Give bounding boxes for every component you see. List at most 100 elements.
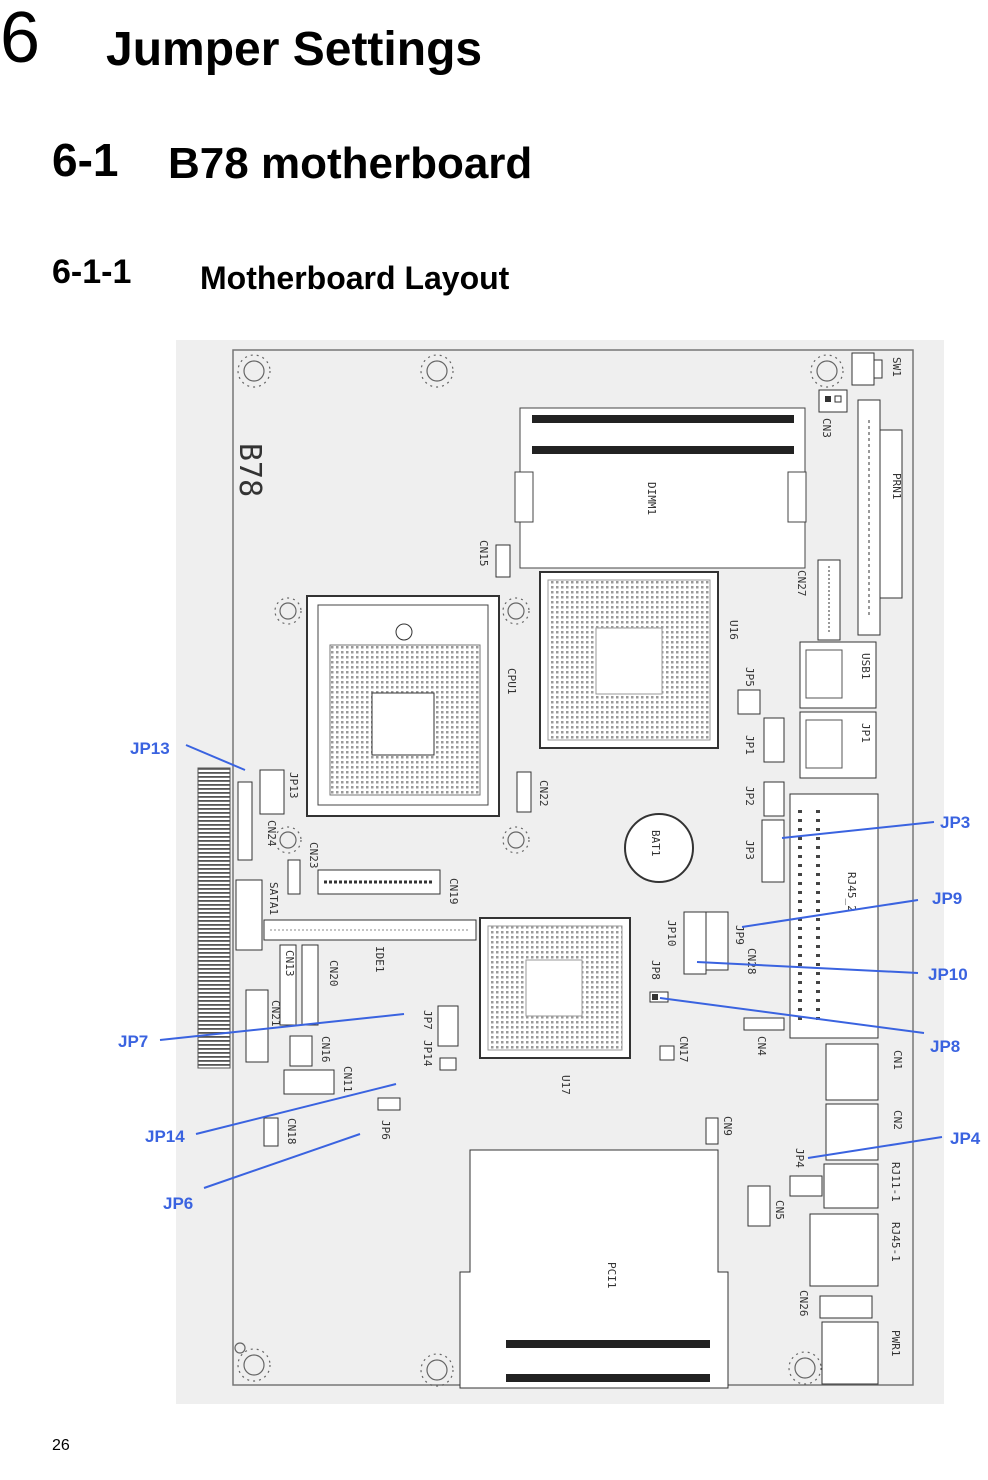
svg-text:PWR1: PWR1 [889,1330,902,1357]
svg-text:PRN1: PRN1 [890,473,903,500]
svg-text:RJ45-1: RJ45-1 [889,1222,902,1262]
jp6-callout-line [203,1133,361,1189]
svg-text:CN3: CN3 [820,418,833,438]
jp13-jumper: JP13 [259,769,300,815]
cn13-connector: CN13 [279,944,297,1026]
rj45-1-port: RJ45-1 [809,1213,902,1287]
jp10-callout-line [696,961,919,974]
svg-text:USB1: USB1 [859,653,872,680]
sata1-connector: SATA1 [235,879,280,951]
cn17-connector: CN17 [659,1036,690,1063]
jp8-jumper: JP8 [649,960,669,1003]
chapter-number: 6 [0,0,41,78]
jp8-callout-label: JP8 [930,1037,960,1056]
svg-text:JP3: JP3 [743,840,756,860]
svg-text:CN27: CN27 [795,570,808,597]
svg-text:CN13: CN13 [283,950,296,977]
jp7-jumper: JP7 [421,1005,459,1047]
cpu1-socket: CPU1 [306,595,518,817]
pci1-slot: PCI1 [459,1149,729,1389]
sw1-switch: SW1 [851,352,903,386]
svg-text:CN21: CN21 [269,1000,282,1027]
cn4-connector: CN4 [743,1017,785,1056]
bat1-battery: BAT1 [624,813,694,883]
svg-text:CN2: CN2 [891,1110,904,1130]
svg-text:JP1: JP1 [743,735,756,755]
mounting-holes [234,354,844,1387]
chapter-title: Jumper Settings [106,23,483,76]
dimm1-slot: DIMM1 [514,407,807,569]
edge-connector [197,767,231,1069]
ide1-connector: IDE1 [263,919,477,973]
jp10-jumper: JP10 [665,911,707,975]
svg-text:JP14: JP14 [421,1040,434,1067]
section-title: B78 motherboard [168,139,533,188]
svg-text:CN16: CN16 [319,1036,332,1063]
svg-text:JP7: JP7 [421,1010,434,1030]
svg-text:CN9: CN9 [721,1116,734,1136]
jp6-callout-label: JP6 [163,1194,193,1213]
svg-text:JP6: JP6 [379,1120,392,1140]
rj45-2-port: RJ45_2 [789,793,879,1039]
jp13-callout-line [185,744,246,771]
svg-text:JP13: JP13 [287,772,300,799]
cn16-connector: CN16 [289,1035,332,1067]
usb1-port: USB1 [799,641,877,709]
usb2-port: JP1 [799,711,877,779]
jp7-callout-label: JP7 [118,1032,148,1051]
cn24-connector: CN24 [237,781,278,861]
svg-text:CN20: CN20 [327,960,340,987]
jp3-jumper: JP3 [743,819,785,883]
svg-text:CN5: CN5 [773,1200,786,1220]
jp9-callout-line [741,899,919,928]
cn3-connector: CN3 [818,389,848,438]
svg-text:JP4: JP4 [793,1148,806,1168]
jp2-jumper: JP2 [743,781,785,817]
svg-text:CN26: CN26 [797,1290,810,1317]
svg-text:U16: U16 [727,620,740,640]
cn15-connector: CN15 [477,540,511,578]
cn1-connector: CN1 [825,1043,904,1101]
svg-text:CN11: CN11 [341,1066,354,1093]
section-number: 6-1 [52,134,119,186]
cn11-connector: CN11 [283,1066,354,1095]
jp1-jumper: JP1 [743,717,785,763]
cn18-connector: CN18 [263,1117,298,1147]
svg-text:BAT1: BAT1 [649,830,662,857]
jp8-callout-line [659,997,925,1034]
cn9-connector: CN9 [705,1116,734,1145]
svg-text:PCI1: PCI1 [605,1262,618,1289]
svg-text:JP5: JP5 [743,667,756,687]
svg-text:CN15: CN15 [477,540,490,567]
svg-text:CN22: CN22 [537,780,550,807]
svg-text:CN17: CN17 [677,1036,690,1063]
jp14-callout-label: JP14 [145,1127,185,1146]
u16-chip: U16 [539,571,740,749]
cn19-connector: CN19 [317,869,460,905]
jp13-callout-label: JP13 [130,739,170,758]
svg-text:CPU1: CPU1 [505,668,518,695]
jp4-callout-line [807,1136,943,1159]
svg-text:JP2: JP2 [743,786,756,806]
jp14-callout-line [195,1083,397,1135]
svg-text:JP10: JP10 [665,920,678,947]
svg-text:CN19: CN19 [447,878,460,905]
board-name: B78 [232,443,267,497]
svg-text:RJ11-1: RJ11-1 [889,1162,902,1202]
svg-text:CN23: CN23 [307,842,320,869]
cn27-connector: CN27 [795,559,841,641]
rj11-1-port: RJ11-1 [823,1162,902,1209]
svg-text:CN28: CN28 [745,948,758,975]
cn26-connector: CN26 [797,1290,873,1319]
svg-text:IDE1: IDE1 [373,946,386,973]
svg-text:JP1: JP1 [859,723,872,743]
jp4-jumper: JP4 [789,1148,823,1197]
jp3-callout-line [781,821,935,839]
prn1-connector: PRN1 [857,399,903,636]
jp14-jumper: JP14 [421,1040,457,1071]
svg-text:JP9: JP9 [733,925,746,945]
jp4-callout-label: JP4 [950,1129,981,1148]
pwr1-connector: PWR1 [821,1321,902,1385]
page-number: 26 [52,1437,70,1454]
